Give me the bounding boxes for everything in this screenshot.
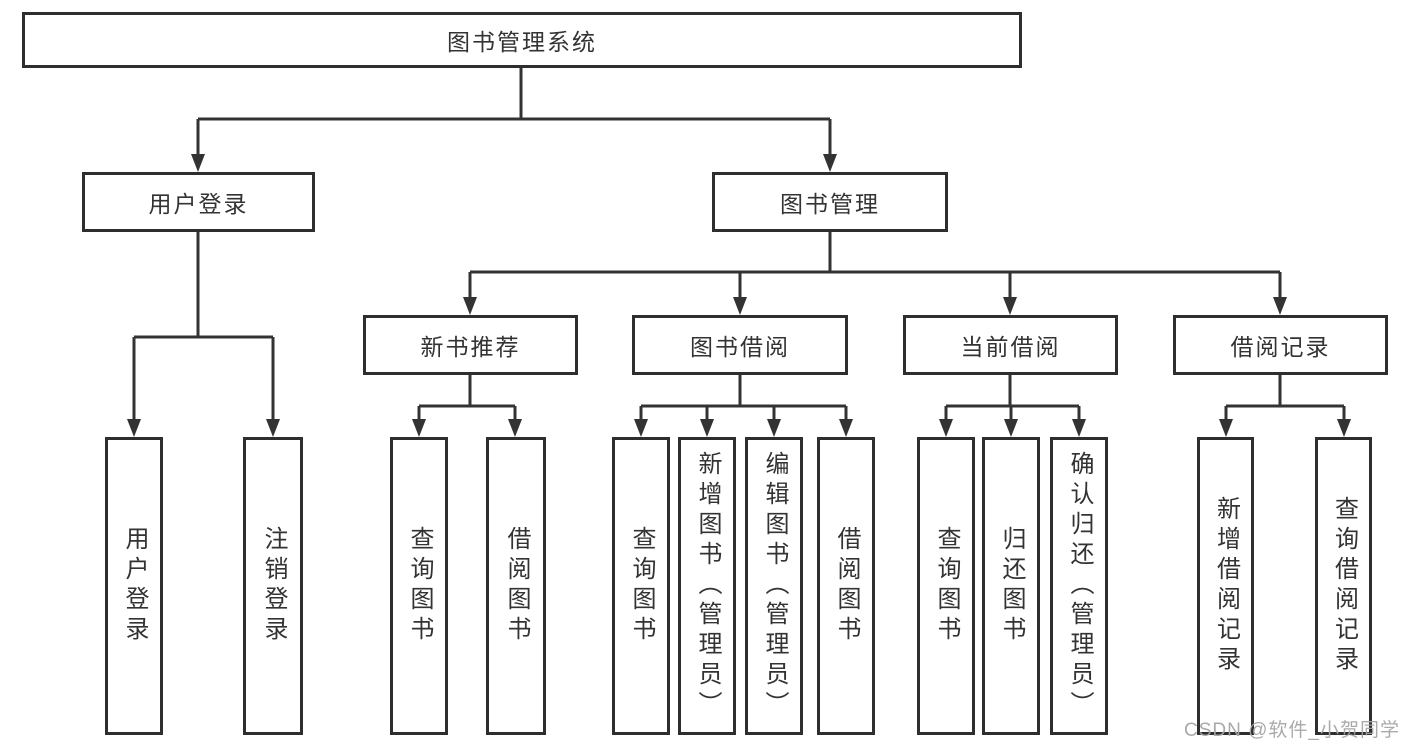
arrowhead-down-icon	[939, 419, 953, 437]
leaf-query-borrow-record-label: 查询借阅记录	[1330, 496, 1358, 676]
node-current-borrow-label: 当前借阅	[960, 334, 1061, 360]
node-current-borrow: 当前借阅	[903, 315, 1118, 375]
arrowhead-down-icon	[1273, 297, 1287, 315]
leaf-confirm-return-admin-label: 确认归还（管理员）	[1066, 451, 1093, 721]
node-new-book-recommend: 新书推荐	[363, 315, 578, 375]
arrowhead-down-icon	[191, 154, 205, 172]
leaf-query-books-borrow-label: 查询图书	[628, 526, 655, 646]
leaf-borrow-books-recommend: 借阅图书	[486, 437, 546, 735]
leaf-query-books-current: 查询图书	[917, 437, 975, 735]
arrowhead-down-icon	[1004, 419, 1018, 437]
arrowhead-down-icon	[1072, 419, 1086, 437]
leaf-user-login-label: 用户登录	[121, 526, 148, 646]
arrowhead-down-icon	[1337, 419, 1351, 437]
leaf-query-books-borrow: 查询图书	[612, 437, 670, 735]
node-book-management: 图书管理	[712, 172, 948, 232]
leaf-query-books-current-label: 查询图书	[933, 526, 960, 646]
arrowhead-down-icon	[1003, 297, 1017, 315]
leaf-query-books-recommend: 查询图书	[390, 437, 448, 735]
node-book-management-label: 图书管理	[780, 191, 880, 217]
leaf-logout: 注销登录	[243, 437, 303, 735]
node-book-borrow-label: 图书借阅	[690, 334, 790, 360]
leaf-borrow-books-borrow-label: 借阅图书	[833, 526, 860, 646]
arrowhead-down-icon	[733, 297, 747, 315]
arrowhead-down-icon	[700, 419, 714, 437]
node-user-login-label: 用户登录	[148, 191, 249, 217]
node-new-book-recommend-label: 新书推荐	[420, 334, 521, 360]
leaf-edit-books-admin-label: 编辑图书（管理员）	[761, 451, 788, 721]
csdn-watermark: CSDN @软件_小贺同学	[1184, 720, 1400, 741]
arrowhead-down-icon	[767, 419, 781, 437]
arrowhead-down-icon	[1219, 419, 1233, 437]
leaf-return-books: 归还图书	[982, 437, 1040, 735]
leaf-add-borrow-record: 新增借阅记录	[1197, 437, 1254, 735]
leaf-add-books-admin: 新增图书（管理员）	[678, 437, 736, 735]
arrowhead-down-icon	[634, 419, 648, 437]
node-root-label: 图书管理系统	[447, 29, 597, 55]
node-user-login: 用户登录	[82, 172, 315, 232]
node-borrow-records-label: 借阅记录	[1230, 334, 1331, 360]
leaf-return-books-label: 归还图书	[998, 526, 1025, 646]
arrowhead-down-icon	[127, 419, 141, 437]
leaf-query-borrow-record: 查询借阅记录	[1315, 437, 1372, 735]
arrowhead-down-icon	[823, 154, 837, 172]
leaf-query-books-recommend-label: 查询图书	[406, 526, 433, 646]
arrowhead-down-icon	[266, 419, 280, 437]
node-borrow-records: 借阅记录	[1173, 315, 1388, 375]
leaf-add-borrow-record-label: 新增借阅记录	[1212, 496, 1240, 676]
arrowhead-down-icon	[412, 419, 426, 437]
leaf-logout-label: 注销登录	[260, 526, 287, 646]
arrowhead-down-icon	[508, 419, 522, 437]
node-book-borrow: 图书借阅	[632, 315, 848, 375]
leaf-borrow-books-borrow: 借阅图书	[817, 437, 875, 735]
leaf-borrow-books-recommend-label: 借阅图书	[503, 526, 530, 646]
leaf-user-login: 用户登录	[105, 437, 163, 735]
leaf-confirm-return-admin: 确认归还（管理员）	[1050, 437, 1108, 735]
arrowhead-down-icon	[463, 297, 477, 315]
arrowhead-down-icon	[839, 419, 853, 437]
leaf-edit-books-admin: 编辑图书（管理员）	[745, 437, 803, 735]
leaf-add-books-admin-label: 新增图书（管理员）	[694, 451, 721, 721]
node-root: 图书管理系统	[22, 12, 1022, 68]
